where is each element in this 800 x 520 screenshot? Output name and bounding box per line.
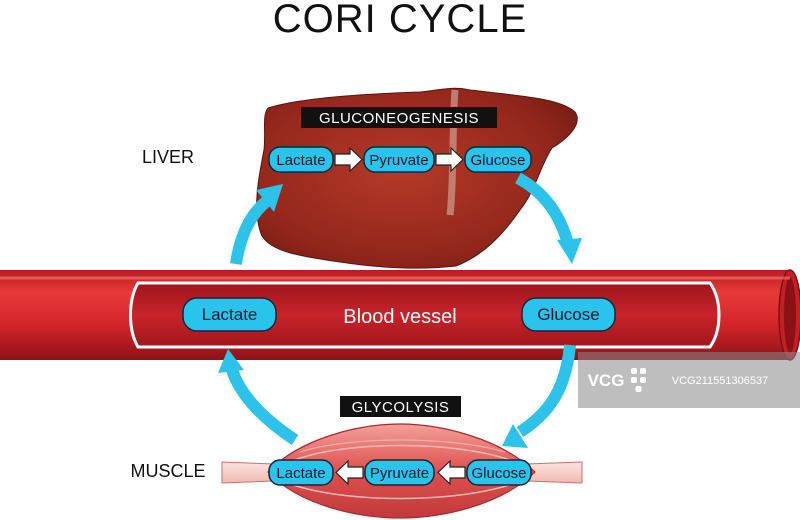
muscle-step-lactate (268, 459, 334, 486)
glycolysis-banner-bg (340, 396, 461, 417)
watermark-logo: VCG (588, 371, 625, 390)
muscle-fiber-1 (289, 444, 516, 463)
vessel-lactate-pill (182, 297, 277, 332)
muscle-step-lactate-label: Lactate (276, 465, 325, 482)
page-title: CORI CYCLE (273, 0, 528, 41)
muscle-fiber-3 (299, 439, 506, 453)
vessel-end-opening (784, 277, 796, 353)
liver-step-arrow-1 (334, 146, 363, 173)
arrow-to-muscle (516, 344, 576, 438)
muscle-step-pyruvate-label: Pyruvate (370, 465, 429, 482)
muscle-step-pyruvate (364, 459, 435, 486)
arrow-to-muscle-head (502, 424, 528, 448)
watermark-icon-dot-5 (635, 386, 642, 392)
liver-step-glucose (464, 146, 532, 173)
watermark: VCG VCG211551306537 (578, 352, 800, 408)
muscle-step-arrow-2 (437, 459, 466, 486)
liver-step-pyruvate (363, 146, 435, 173)
muscle-pathway: Lactate Pyruvate Glucose (268, 459, 532, 486)
muscle-label: MUSCLE (130, 461, 205, 481)
watermark-icon-dot-4 (640, 377, 646, 383)
arrow-to-liver (230, 195, 272, 265)
gluconeogenesis-banner: GLUCONEOGENESIS (301, 107, 497, 128)
liver-shape (256, 87, 578, 269)
liver-pathway: Lactate Pyruvate Glucose (268, 146, 532, 173)
blood-vessel-label: Blood vessel (343, 306, 456, 328)
watermark-bg (578, 352, 800, 408)
arrow-to-vessel-lactate (226, 367, 299, 445)
vessel-glucose-pill (521, 297, 616, 332)
liver-step-arrow-2 (435, 146, 464, 173)
liver-step-lactate-label: Lactate (276, 152, 325, 169)
watermark-icon (631, 368, 646, 392)
vessel-glucose-label: Glucose (537, 305, 599, 324)
liver-step-lactate (268, 146, 334, 173)
liver-step-glucose-label: Glucose (470, 152, 525, 169)
watermark-icon-dot-1 (631, 368, 637, 374)
watermark-id: VCG211551306537 (672, 375, 768, 387)
arrow-to-vessel-glucose-head (557, 238, 582, 264)
gluconeogenesis-label: GLUCONEOGENESIS (319, 110, 479, 127)
vessel-lactate-label: Lactate (202, 305, 258, 324)
watermark-icon-dot-2 (640, 368, 646, 374)
muscle-fiber-2 (284, 481, 519, 500)
arrow-to-vessel-glucose (515, 172, 574, 246)
gluconeogenesis-banner-bg (301, 107, 497, 128)
muscle-step-glucose (466, 459, 532, 486)
cycle-arrows (218, 172, 582, 448)
glycolysis-label: GLYCOLYSIS (352, 399, 450, 416)
muscle-step-arrow-1 (335, 459, 364, 486)
muscle-step-glucose-label: Glucose (471, 465, 526, 482)
glycolysis-banner: GLYCOLYSIS (340, 396, 461, 417)
arrow-to-liver-head (256, 184, 283, 212)
liver-label: LIVER (142, 147, 194, 167)
arrow-to-vessel-lactate-head (218, 349, 244, 373)
liver-step-pyruvate-label: Pyruvate (369, 152, 428, 169)
watermark-icon-dot-3 (631, 377, 637, 383)
